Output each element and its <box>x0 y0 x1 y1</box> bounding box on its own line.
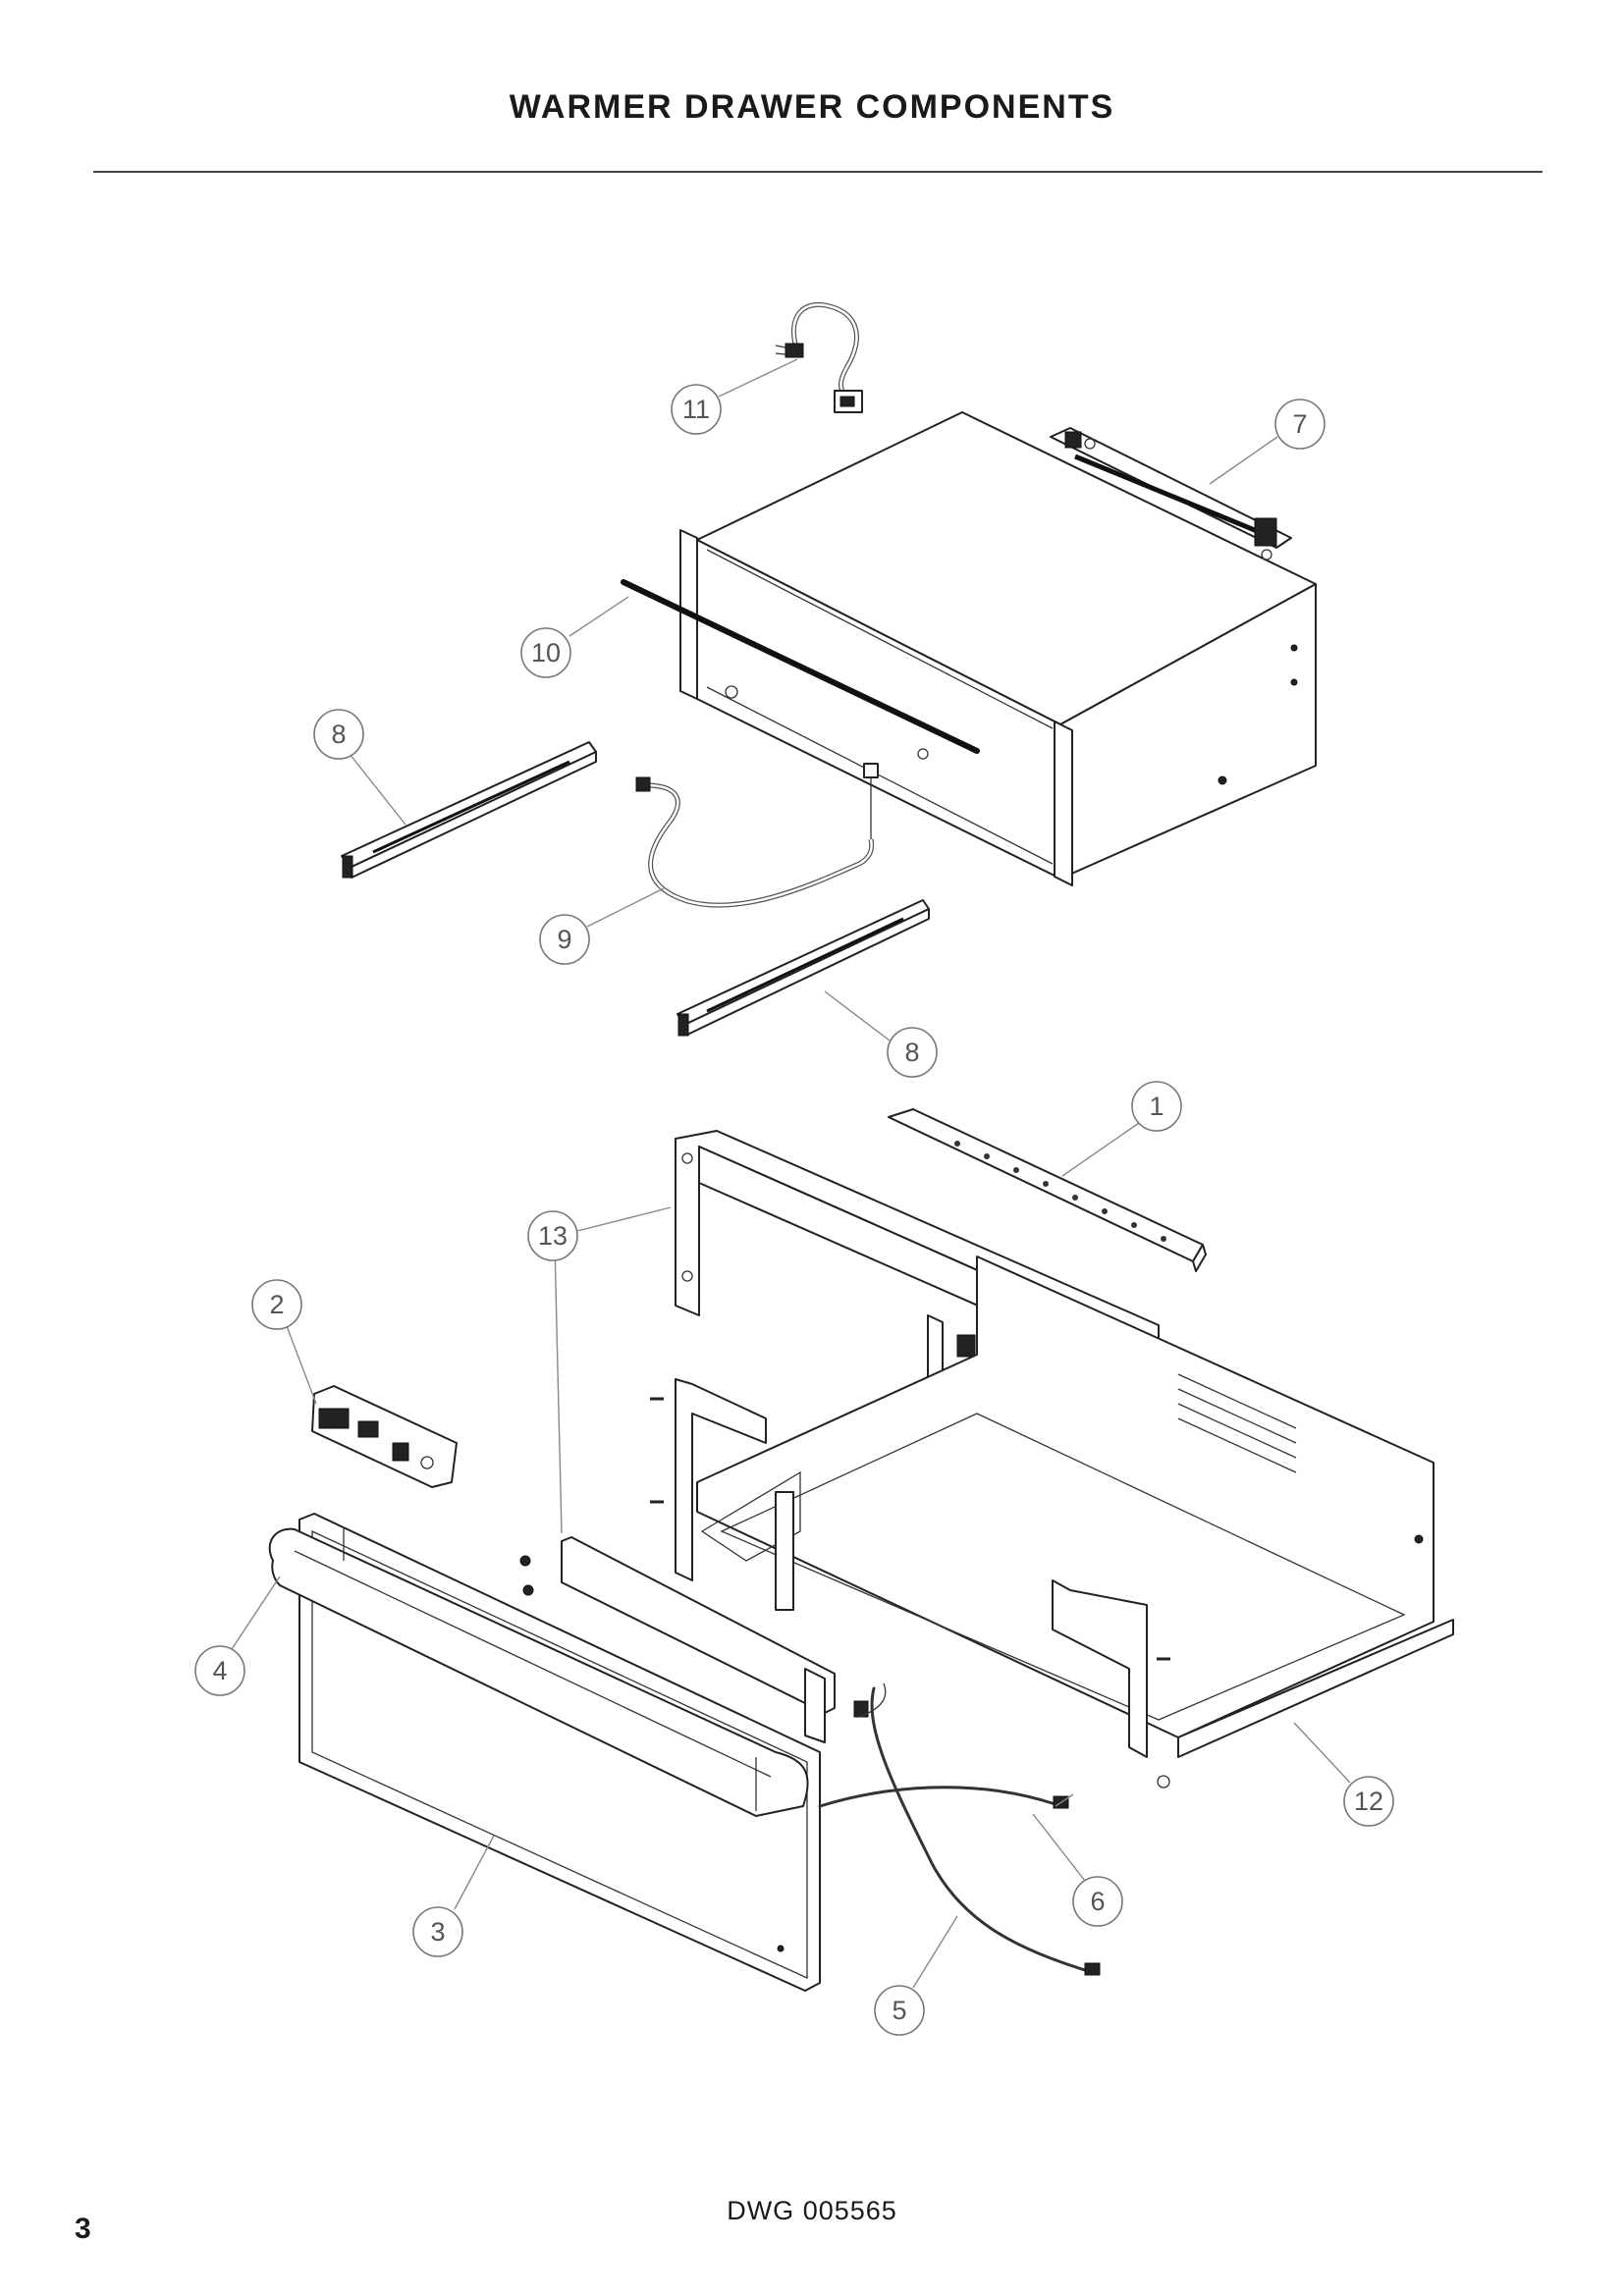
title-divider <box>93 171 1543 173</box>
page-title: WARMER DRAWER COMPONENTS <box>509 88 1115 126</box>
svg-text:6: 6 <box>1090 1887 1105 1916</box>
callout-13: 13 <box>527 1210 578 1261</box>
svg-text:12: 12 <box>1354 1787 1383 1816</box>
callout-10: 10 <box>520 627 571 678</box>
callout-2: 2 <box>251 1279 302 1330</box>
door-handle-part <box>268 1527 809 1817</box>
svg-text:8: 8 <box>904 1038 919 1067</box>
callout-8-right: 8 <box>887 1027 938 1078</box>
right-slide-rail-part <box>677 899 930 1037</box>
cable-5-part <box>870 1686 1101 1976</box>
svg-text:10: 10 <box>531 638 561 667</box>
svg-text:8: 8 <box>331 720 346 749</box>
svg-text:9: 9 <box>557 925 571 954</box>
svg-text:3: 3 <box>430 1917 445 1947</box>
page-number: 3 <box>75 2213 91 2245</box>
callout-9: 9 <box>539 914 590 965</box>
svg-text:2: 2 <box>269 1290 284 1319</box>
power-cord-part <box>775 301 863 413</box>
callout-7: 7 <box>1274 399 1326 450</box>
callout-6: 6 <box>1072 1876 1123 1927</box>
callout-1: 1 <box>1131 1081 1182 1132</box>
svg-text:4: 4 <box>212 1656 227 1685</box>
left-slide-rail-part <box>341 741 597 879</box>
cable-6-part <box>818 1682 1069 1809</box>
drawing-number: DWG 005565 <box>727 2196 897 2225</box>
callout-11: 11 <box>671 384 722 435</box>
callout-5: 5 <box>874 1985 925 2036</box>
svg-text:7: 7 <box>1292 409 1307 439</box>
callout-12: 12 <box>1343 1776 1394 1827</box>
control-panel-part <box>888 1108 1207 1272</box>
svg-text:5: 5 <box>892 1996 906 2025</box>
svg-text:11: 11 <box>682 395 710 424</box>
leader-lines <box>231 358 1351 1989</box>
callout-4: 4 <box>194 1645 245 1696</box>
callout-3: 3 <box>412 1906 463 1957</box>
drawer-body-part <box>696 1255 1454 1789</box>
svg-text:1: 1 <box>1149 1092 1164 1121</box>
svg-text:13: 13 <box>538 1221 568 1251</box>
control-board-part <box>311 1385 458 1488</box>
seal-strip-part <box>621 579 980 754</box>
drawer-housing-part <box>679 411 1317 886</box>
rear-bracket-part <box>1050 427 1292 561</box>
wiring-harness-part <box>635 776 875 908</box>
side-bracket-part <box>519 1378 1170 1661</box>
callout-8-left: 8 <box>313 709 364 760</box>
front-trim-part <box>561 1536 836 1743</box>
